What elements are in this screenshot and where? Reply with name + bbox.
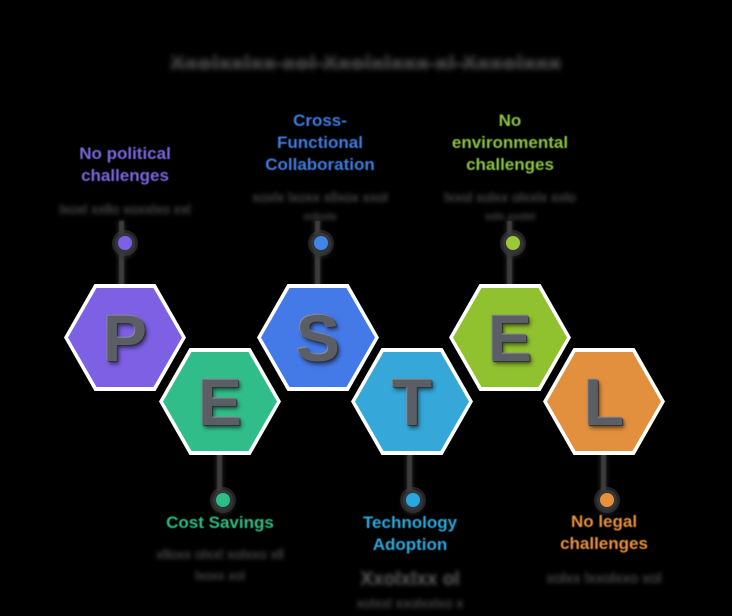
callout-environmental: No environmental challenges lxxol xolxx … <box>420 110 600 224</box>
callout-label: No political challenges <box>79 144 171 185</box>
callout-label: No legal challenges <box>560 512 648 553</box>
callout-label: No environmental challenges <box>451 111 569 174</box>
connector-line <box>507 221 512 285</box>
connector-line <box>217 452 222 500</box>
blurred-note: xlloxx olxxl xolxxo xll <box>156 545 284 562</box>
connector-dot <box>503 233 523 253</box>
hexagon-letter-l: L <box>583 364 625 439</box>
hexagon-social: S <box>257 284 379 391</box>
hexagon-fill: E <box>163 352 277 451</box>
blurred-note: Xxolxlxx ol <box>360 568 460 590</box>
hexagon-letter-t: T <box>391 364 433 439</box>
connector-dot <box>115 233 135 253</box>
callout-social: Cross-Functional Collaboration xoxlx lxo… <box>230 110 410 224</box>
hexagon-fill: S <box>261 288 375 387</box>
connector-line <box>315 221 320 285</box>
hexagon-letter-e2: E <box>487 300 533 375</box>
hexagon-environmental: E <box>449 284 571 391</box>
blurred-note: lxoxl xxllo xoxxlxo xxl <box>59 200 191 217</box>
blurred-note: lxoxx xol <box>195 567 245 583</box>
hexagon-technological: T <box>351 348 473 455</box>
callout-economic: Cost Savings xlloxx olxxl xolxxo xll lxo… <box>130 512 310 583</box>
hexagon-letter-s: S <box>295 300 341 375</box>
hexagon-fill: P <box>68 288 182 387</box>
blurred-note: xolxxlx <box>303 211 337 224</box>
callout-technological: Technology Adoption Xxolxlxx ol xolxxl x… <box>320 512 500 612</box>
connector-dot <box>597 490 617 510</box>
connector-dot <box>403 490 423 510</box>
blurred-note: xoxlx lxoxx xllxox xxol <box>252 189 388 206</box>
callout-legal: No legal challenges xolxx lxxolxxo xol <box>514 511 694 588</box>
callout-political: No political challenges lxoxl xxllo xoxx… <box>35 143 215 222</box>
connector-line <box>601 452 606 500</box>
hexagon-legal: L <box>543 348 665 455</box>
hexagon-letter-p: P <box>102 300 148 375</box>
connector-line <box>119 221 124 285</box>
connector-dot <box>213 490 233 510</box>
blurred-note: lxxol xolxx olxxlx xxlo <box>444 189 576 206</box>
blurred-note: xolxxl xxolxxlxo x <box>356 595 464 612</box>
callout-label: Technology Adoption <box>362 513 458 554</box>
hexagon-fill: E <box>453 288 567 387</box>
hexagon-economic: E <box>159 348 281 455</box>
hexagon-fill: T <box>355 352 469 451</box>
hexagon-fill: L <box>547 352 661 451</box>
blurred-note: xolxx lxxolxxo xol <box>546 569 662 587</box>
callout-label: Cost Savings <box>166 513 274 532</box>
diagram-title: Xxolxxlxx xol Xxolxlxxx xl Xxxolxxx <box>170 52 562 75</box>
connector-line <box>407 452 412 500</box>
connector-dot <box>311 233 331 253</box>
callout-label: Cross-Functional Collaboration <box>265 111 375 174</box>
blurred-note: xolx xxolxl <box>484 211 536 224</box>
hexagon-letter-e1: E <box>197 364 243 439</box>
hexagon-political: P <box>64 284 186 391</box>
